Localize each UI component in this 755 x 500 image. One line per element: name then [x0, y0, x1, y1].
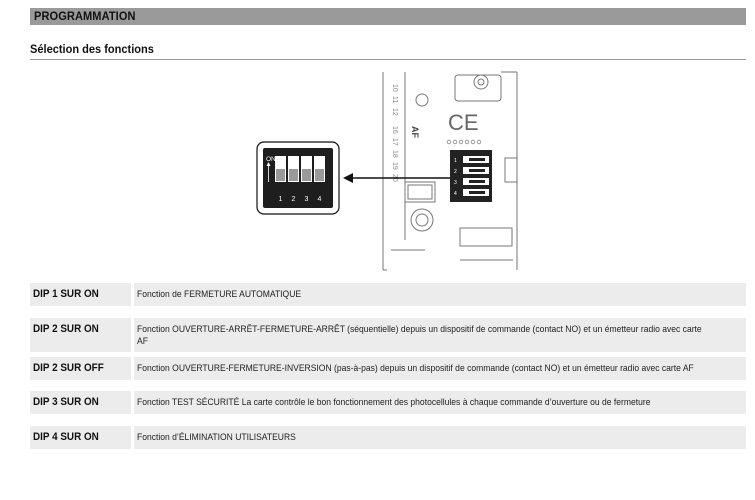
dip-switch-diagram: 10 11 12 16 17 18 19 20 AF CE 1 2 3 4	[256, 71, 518, 271]
header-bar: PROGRAMMATION	[30, 8, 746, 25]
arrow-head-icon	[343, 173, 353, 183]
switch-2	[288, 156, 299, 182]
section-title: Sélection des fonctions	[30, 42, 154, 56]
row-description: Fonction d’ÉLIMINATION UTILISATEURS	[137, 432, 296, 443]
small-switch-number: 2	[454, 169, 457, 175]
switch-number: 1	[279, 196, 283, 203]
board-label-af: AF	[410, 126, 420, 138]
section-divider	[30, 59, 746, 60]
row-label: DIP 1 SUR ON	[33, 288, 99, 300]
terminal-label: 16	[391, 126, 398, 134]
terminal-label: 11	[391, 96, 398, 103]
row-label: DIP 2 SUR OFF	[33, 362, 104, 374]
terminal-label: 18	[391, 150, 398, 158]
switch-1	[275, 156, 286, 182]
page-title: PROGRAMMATION	[34, 9, 136, 23]
row-description: Fonction TEST SÉCURITÉ La carte contrôle…	[137, 397, 651, 408]
row-description: Fonction OUVERTURE-FERMETURE-INVERSION (…	[137, 363, 694, 374]
switch-number: 3	[305, 196, 309, 203]
switch-number: 2	[292, 196, 296, 203]
row-label: DIP 2 SUR ON	[33, 323, 99, 335]
on-label: ON	[266, 156, 276, 163]
switch-number: 4	[318, 196, 322, 203]
small-switch-number: 3	[454, 180, 457, 186]
table-row: DIP 2 SUR ON Fonction OUVERTURE-ARRÊT-FE…	[30, 318, 746, 352]
small-switch-number: 1	[454, 158, 457, 164]
switch-3	[301, 156, 312, 182]
terminal-label: 12	[391, 108, 398, 116]
ce-mark: CE	[448, 110, 479, 135]
table-row: DIP 3 SUR ON Fonction TEST SÉCURITÉ La c…	[30, 391, 746, 414]
row-label: DIP 4 SUR ON	[33, 431, 99, 443]
row-description: Fonction de FERMETURE AUTOMATIQUE	[137, 289, 302, 300]
table-row: DIP 1 SUR ON Fonction de FERMETURE AUTOM…	[30, 283, 746, 306]
terminal-label: 19	[391, 162, 398, 170]
terminal-label: 17	[391, 138, 398, 146]
table-row: DIP 4 SUR ON Fonction d’ÉLIMINATION UTIL…	[30, 426, 746, 449]
row-label: DIP 3 SUR ON	[33, 396, 99, 408]
row-description: Fonction OUVERTURE-ARRÊT-FERMETURE-ARRÊT…	[137, 324, 702, 347]
terminal-label: 10	[391, 84, 398, 92]
switch-4	[314, 156, 325, 182]
small-switch-number: 4	[454, 191, 457, 197]
table-row: DIP 2 SUR OFF Fonction OUVERTURE-FERMETU…	[30, 357, 746, 380]
